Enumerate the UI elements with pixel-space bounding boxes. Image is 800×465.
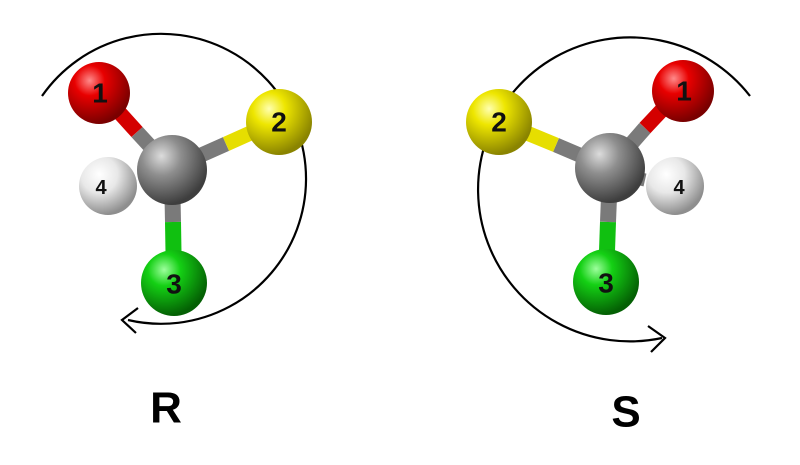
atom-2-sulfur bbox=[246, 89, 312, 155]
configuration-label-s: S bbox=[611, 388, 640, 437]
atom-4-label: 4 bbox=[673, 177, 685, 199]
atom-4-label: 4 bbox=[95, 177, 107, 199]
configuration-label-r: R bbox=[150, 384, 182, 433]
arrowhead-left bbox=[120, 307, 139, 334]
atom-2-label: 2 bbox=[491, 107, 507, 138]
atom-4-hydrogen bbox=[79, 157, 137, 215]
atom-2-label: 2 bbox=[271, 107, 287, 138]
atom-3-chlorine bbox=[573, 249, 639, 315]
atom-3-chlorine bbox=[141, 250, 207, 316]
carbon-center bbox=[575, 133, 645, 203]
atom-3-label: 3 bbox=[598, 268, 614, 299]
arrowhead-right bbox=[647, 325, 667, 353]
molecule-right: 1 2 3 4 S bbox=[466, 36, 751, 437]
atom-1-oxygen bbox=[68, 62, 130, 124]
atom-2-sulfur bbox=[466, 89, 532, 155]
atom-1-oxygen bbox=[652, 60, 714, 122]
atom-3-label: 3 bbox=[166, 269, 182, 300]
atom-1-label: 1 bbox=[676, 76, 692, 107]
carbon-center bbox=[137, 135, 207, 205]
atom-4-hydrogen bbox=[646, 157, 704, 215]
atom-1-label: 1 bbox=[92, 78, 108, 109]
molecule-left: 1 2 3 4 R bbox=[41, 32, 312, 433]
